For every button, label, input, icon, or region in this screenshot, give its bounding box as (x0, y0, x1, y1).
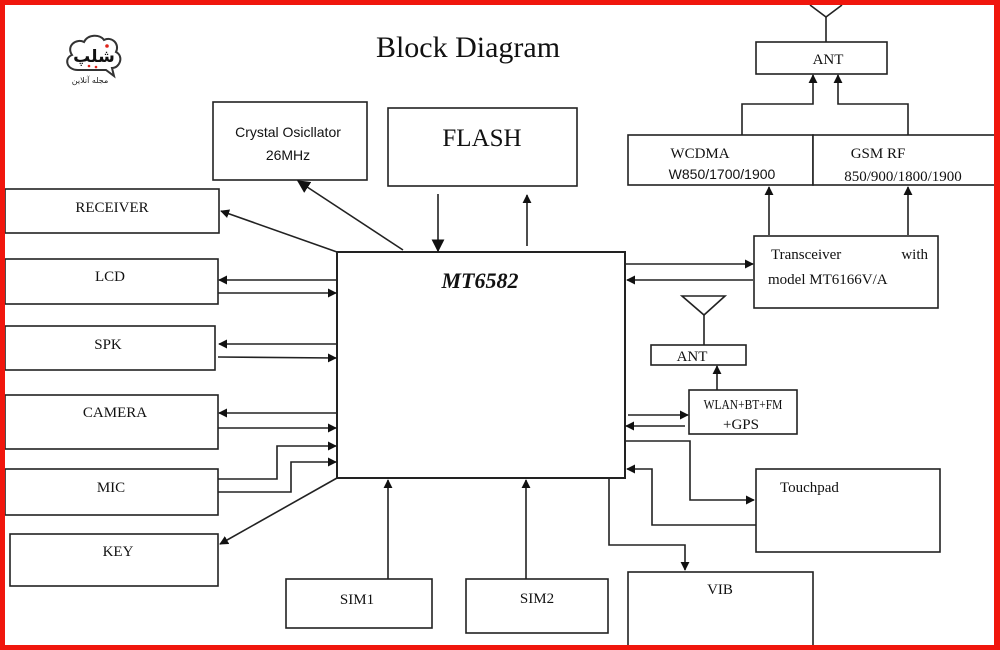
logo-dot-icon (94, 65, 98, 69)
receiver-label: RECEIVER (75, 200, 148, 216)
camera-block[interactable]: CAMERA (4, 394, 219, 450)
key-block[interactable]: KEY (9, 533, 219, 587)
vib-label: VIB (707, 582, 733, 598)
gsm-label-line1: GSM RF (851, 146, 906, 162)
logo-dot-icon (105, 44, 109, 48)
wcdma-label-line1: WCDMA (670, 146, 729, 162)
ant-wlan-block[interactable]: ANT (650, 344, 747, 366)
key-label: KEY (103, 544, 134, 560)
transceiver-label-word2: with (901, 247, 928, 263)
diagram-title: Block Diagram (376, 31, 560, 64)
receiver-block[interactable]: RECEIVER (4, 188, 220, 234)
crystal-oscillator-block[interactable]: Crystal Osicllator 26MHz (212, 101, 368, 181)
spk-label: SPK (94, 337, 122, 353)
wcdma-label-line2: W850/1700/1900 (669, 166, 776, 182)
camera-label: CAMERA (83, 405, 147, 421)
arrow-cpu-to-key (219, 477, 338, 545)
cpu-label: MT6582 (441, 268, 519, 293)
transceiver-label-line2: model MT6166V/A (768, 272, 888, 288)
ant-wlan-antenna-icon (679, 295, 728, 345)
touchpad-block[interactable]: Touchpad (755, 468, 941, 553)
transceiver-label-word1: Transceiver (771, 247, 841, 263)
flash-block[interactable]: FLASH (387, 107, 578, 187)
spk-block[interactable]: SPK (4, 325, 216, 371)
cpu-block[interactable]: MT6582 (336, 251, 626, 479)
wlan-label-line2: +GPS (723, 417, 759, 433)
lcd-label: LCD (95, 269, 125, 285)
arrow-touchpad-to-cpu (626, 464, 756, 526)
gsm-rf-block[interactable]: GSM RF 850/900/1800/1900 (812, 134, 996, 186)
sim1-label: SIM1 (340, 592, 374, 608)
connections (217, 74, 913, 579)
arrow-mic-to-cpu-2 (218, 457, 337, 493)
arrow-cpu-to-touchpad (626, 440, 755, 505)
ant-top-antenna-icon (809, 4, 843, 42)
arrow-cpu-to-crystal (296, 180, 404, 251)
wlan-label-line1: WLAN+BT+FM (704, 397, 783, 412)
sim2-block[interactable]: SIM2 (465, 578, 609, 634)
logo-main-text: شلپ (73, 47, 115, 67)
arrow-wcdma-to-ant (741, 74, 818, 135)
touchpad-label: Touchpad (780, 480, 839, 496)
logo-sub-text: مجله آنلاین (72, 75, 108, 85)
arrow-cpu-to-vib (608, 478, 690, 571)
crystal-label-line2: 26MHz (266, 147, 310, 163)
transceiver-block[interactable]: Transceiver with model MT6166V/A (753, 235, 939, 309)
ant-wlan-label: ANT (677, 349, 708, 365)
arrow-gsm-to-ant (833, 74, 909, 135)
mic-block[interactable]: MIC (4, 468, 219, 516)
mic-label: MIC (97, 480, 125, 496)
wcdma-block[interactable]: WCDMA W850/1700/1900 (627, 134, 814, 186)
arrow-cpu-to-receiver (220, 209, 338, 253)
sim1-block[interactable]: SIM1 (285, 578, 433, 629)
gsm-label-line2: 850/900/1800/1900 (844, 169, 962, 185)
wlan-bt-fm-gps-block[interactable]: WLAN+BT+FM +GPS (688, 389, 798, 435)
ant-top-label: ANT (813, 52, 844, 68)
vib-block[interactable]: VIB (627, 571, 814, 650)
logo: شلپ مجله آنلاین (66, 34, 122, 85)
flash-label: FLASH (442, 125, 521, 152)
ant-top-block[interactable]: ANT (755, 41, 888, 75)
crystal-label-line1: Crystal Osicllator (235, 124, 341, 140)
lcd-block[interactable]: LCD (4, 258, 219, 305)
arrow-spk-to-cpu (217, 353, 337, 363)
logo-dot-icon (87, 64, 91, 68)
sim2-label: SIM2 (520, 591, 554, 607)
arrow-mic-to-cpu-1 (218, 441, 337, 480)
